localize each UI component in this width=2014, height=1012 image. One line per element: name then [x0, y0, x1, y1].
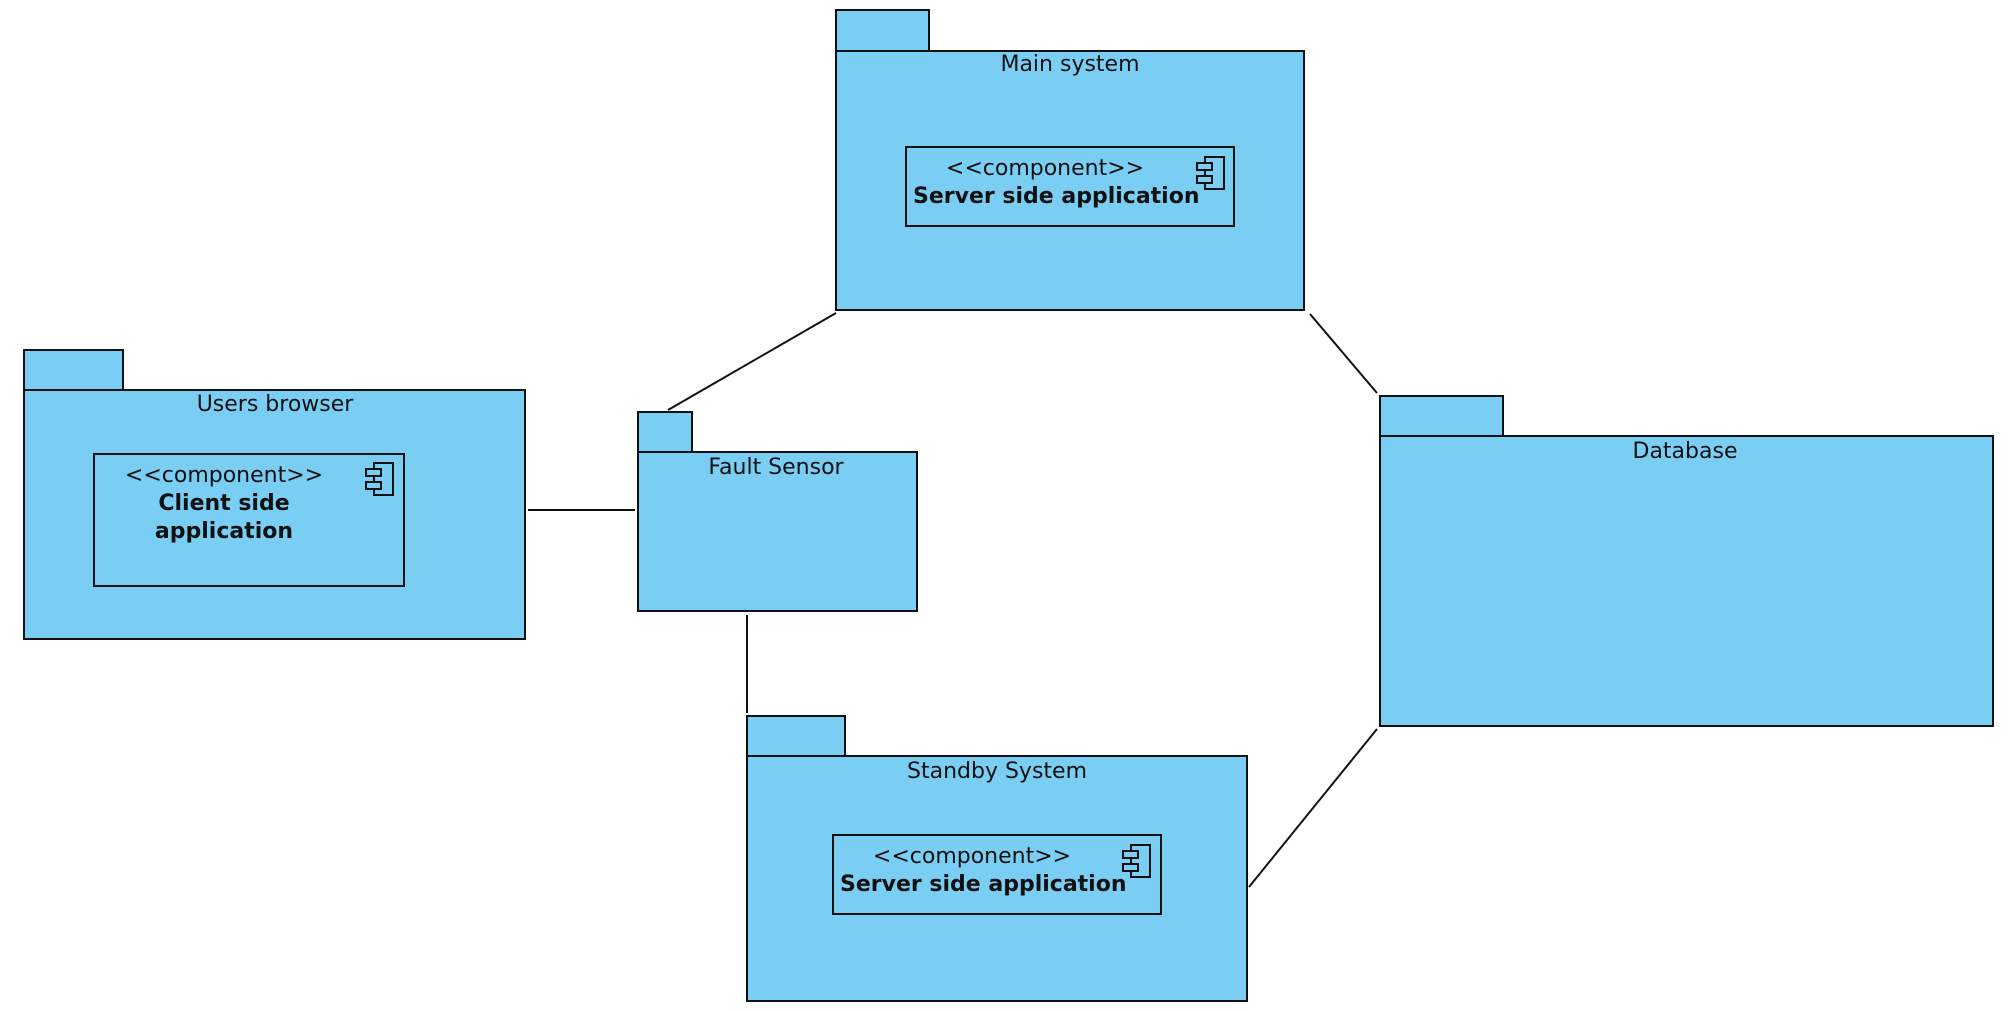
package-label: Main system	[1000, 52, 1139, 77]
component-icon	[1122, 844, 1151, 878]
component-name: Server side application	[840, 872, 1127, 897]
package-label: Database	[1633, 439, 1738, 464]
package-label: Standby System	[907, 759, 1087, 784]
package-main-system[interactable]: Main system <<component>> Server side ap…	[835, 9, 1305, 311]
component-stereotype: <<component>>	[873, 844, 1071, 869]
package-label: Fault Sensor	[708, 455, 844, 480]
component-icon	[365, 462, 394, 496]
connector-fault-sensor-to-main-system[interactable]	[667, 312, 837, 411]
package-standby-system[interactable]: Standby System <<component>> Server side…	[746, 715, 1248, 1002]
package-fault-sensor[interactable]: Fault Sensor	[637, 411, 918, 612]
package-users-browser[interactable]: Users browser <<component>> Client side …	[23, 349, 526, 640]
component-name: Server side application	[913, 184, 1200, 209]
connector-standby-system-to-database[interactable]	[1248, 728, 1378, 888]
package-label: Users browser	[197, 392, 355, 417]
package-tab	[637, 411, 693, 453]
package-tab	[23, 349, 124, 391]
package-tab	[746, 715, 846, 757]
component-name-line-1: Client side	[158, 491, 289, 516]
connector-main-system-to-database[interactable]	[1309, 313, 1378, 394]
package-body	[1379, 435, 1994, 727]
component-icon	[1196, 156, 1225, 190]
component-name-line-2: application	[155, 519, 293, 544]
component-server-side-application[interactable]: <<component>> Server side application	[905, 146, 1235, 227]
component-stereotype: <<component>>	[946, 156, 1144, 181]
package-tab	[1379, 395, 1504, 437]
component-box	[93, 453, 405, 587]
package-tab	[835, 9, 930, 52]
component-box	[905, 146, 1235, 227]
package-database[interactable]: Database	[1379, 395, 1994, 727]
package-body	[637, 451, 918, 612]
component-client-side-application[interactable]: <<component>> Client side application	[93, 453, 405, 587]
component-box	[832, 834, 1162, 915]
component-server-side-application[interactable]: <<component>> Server side application	[832, 834, 1162, 915]
component-stereotype: <<component>>	[125, 463, 323, 488]
